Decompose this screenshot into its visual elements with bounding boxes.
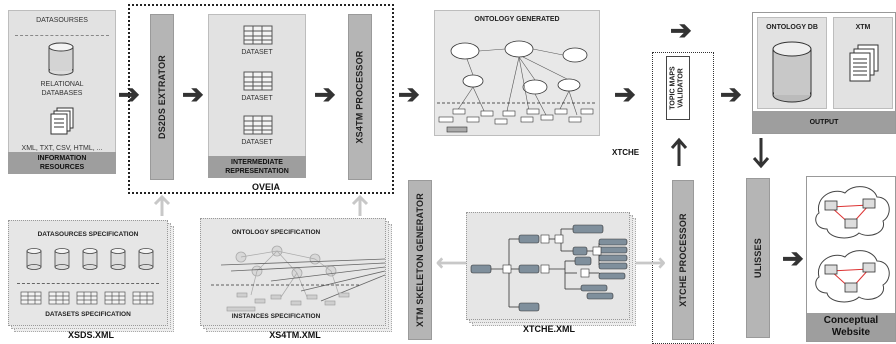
database-icon — [772, 41, 812, 103]
xtche-xml-caption: XTCHE.XML — [522, 324, 575, 334]
intermediate-representation-panel: DATASET DATASET DATASET INTERMEDIATE REP… — [208, 14, 306, 178]
table-icon — [243, 71, 273, 91]
dataset-label: DATASET — [241, 49, 273, 56]
information-resources-panel: DATASOURSES RELATIONAL DATABASES XML, TX… — [8, 10, 116, 174]
databases-label: DATABASES — [41, 90, 83, 97]
xsds-xml-caption: XSDS.XML — [67, 330, 114, 340]
validator-label: TOPIC MAPS VALIDATOR — [670, 66, 686, 109]
arrow-right-icon: ➔ — [670, 15, 692, 45]
skeleton-generator-label: XTM SKELETON GENERATOR — [415, 193, 426, 327]
instances-specification-label: INSTANCES SPECIFICATION — [231, 313, 321, 320]
arrow-right-icon: ➔ — [398, 79, 420, 109]
conceptual-website-footer: Conceptual Website — [807, 313, 895, 341]
arrow-down-icon — [752, 138, 770, 169]
topic-maps-validator: TOPIC MAPS VALIDATOR — [666, 56, 690, 120]
footer-line-2: RESOURCES — [39, 164, 85, 171]
validator-line-2: VALIDATOR — [678, 68, 685, 108]
arrow-up-icon — [670, 137, 688, 166]
relational-label: RELATIONAL — [40, 81, 84, 88]
xtche-processor: XTCHE PROCESSOR — [672, 180, 694, 340]
database-icon — [48, 42, 74, 76]
xs4tm-processor-label: XS4TM PROCESSOR — [355, 50, 365, 144]
output-panel: ONTOLOGY DB XTM OUTPUT — [752, 12, 896, 134]
ontology-graph — [437, 40, 597, 133]
xtm-skeleton-generator: XTM SKELETON GENERATOR — [408, 180, 432, 340]
dataset-label: DATASET — [241, 139, 273, 146]
xsds-panel: DATASOURCES SPECIFICATION DATASETS SPECI… — [8, 220, 168, 326]
xtm-label: XTM — [855, 24, 871, 31]
arrow-up-icon — [351, 194, 369, 216]
footer-line-1: INTERMEDIATE — [231, 159, 283, 166]
network-diagram — [815, 186, 890, 303]
ontology-specification-label: ONTOLOGY SPECIFICATION — [231, 229, 321, 236]
footer-line-2: REPRESENTATION — [225, 168, 289, 175]
xtche-schema-tree — [470, 224, 628, 312]
ontology-db-label: ONTOLOGY DB — [766, 24, 818, 31]
database-icons-row — [26, 248, 154, 270]
xtm-box: XTM — [833, 17, 893, 109]
table-icon — [243, 25, 273, 45]
conceptual-website-panel: Conceptual Website — [806, 176, 896, 342]
divider — [15, 35, 109, 36]
intermediate-representation-footer: INTERMEDIATE REPRESENTATION — [208, 156, 306, 178]
website-line-2: Website — [831, 327, 871, 338]
ds2ds-extractor-label: DS2DS EXTRATOR — [157, 55, 168, 139]
dataset-label: DATASET — [241, 95, 273, 102]
oveia-label: OVEIA — [236, 182, 296, 192]
arrow-right-icon: ➔ — [720, 79, 742, 109]
website-line-1: Conceptual — [823, 315, 879, 326]
ontology-generated-panel: ONTOLOGY GENERATED — [434, 10, 600, 136]
datasources-specification-label: DATASOURCES SPECIFICATION — [37, 231, 139, 238]
datasources-label: DATASOURSES — [36, 17, 88, 24]
arrow-right-icon: ➔ — [782, 243, 804, 273]
xs4tm-panel: ONTOLOGY SPECIFICATION INSTANCES SPECIFI… — [200, 218, 386, 326]
arrow-right-icon: ⟶ — [634, 250, 666, 275]
information-resources-footer: INFORMATION RESOURCES — [8, 152, 116, 174]
ulisses: ULISSES — [746, 178, 770, 338]
oveia-boundary — [128, 4, 394, 194]
arrow-left-icon: ⟵ — [436, 250, 468, 275]
table-icons-row — [20, 291, 154, 305]
xtche-label: XTCHE — [612, 148, 640, 157]
table-icon — [243, 115, 273, 135]
ulisses-label: ULISSES — [753, 238, 764, 278]
xs4tm-processor: XS4TM PROCESSOR — [348, 14, 372, 180]
file-types-label: XML, TXT, CSV, HTML, ... — [21, 145, 103, 152]
ontology-generated-title: ONTOLOGY GENERATED — [474, 16, 560, 23]
arrow-right-icon: ➔ — [182, 79, 204, 109]
footer-line-1: INFORMATION — [37, 155, 87, 162]
xs4tm-xml-caption: XS4TM.XML — [269, 330, 321, 340]
xtche-processor-label: XTCHE PROCESSOR — [678, 213, 689, 307]
datasets-specification-label: DATASETS SPECIFICATION — [45, 311, 131, 318]
ds2ds-extractor: DS2DS EXTRATOR — [150, 14, 174, 180]
ontology-spec-graph — [211, 245, 385, 312]
arrow-right-icon: ➔ — [614, 79, 636, 109]
documents-icon — [849, 44, 879, 82]
arrow-right-icon: ➔ — [314, 79, 336, 109]
ontology-db-box: ONTOLOGY DB — [757, 17, 827, 109]
output-footer: OUTPUT — [753, 111, 895, 133]
arrow-up-icon — [153, 194, 171, 216]
files-icon — [50, 107, 74, 135]
xtche-panel — [466, 212, 630, 320]
divider — [17, 283, 159, 284]
